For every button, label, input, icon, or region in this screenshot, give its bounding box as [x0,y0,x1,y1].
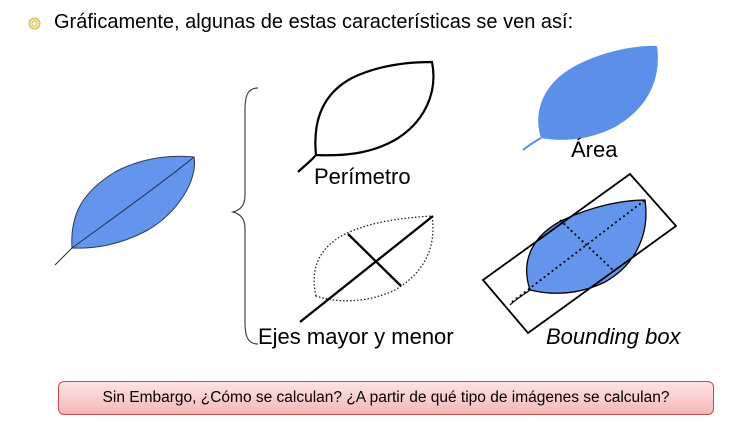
heading-text: Gráficamente, algunas de estas caracterí… [54,11,574,33]
area-label: Área [571,137,618,162]
bullet-icon [28,17,41,30]
axes-label: Ejes mayor y menor [258,324,454,349]
bounding-box-leaf [481,172,678,335]
original-leaf [54,155,195,266]
perimeter-leaf [297,60,435,173]
area-leaf [522,45,658,151]
question-text: Sin Embargo, ¿Cómo se calculan? ¿A parti… [102,389,670,406]
axes-leaf [299,215,434,323]
perimeter-label: Perímetro [314,164,411,189]
curly-brace [230,87,259,345]
question-box: Sin Embargo, ¿Cómo se calculan? ¿A parti… [58,381,714,415]
bounding-box-label: Bounding box [546,324,681,349]
